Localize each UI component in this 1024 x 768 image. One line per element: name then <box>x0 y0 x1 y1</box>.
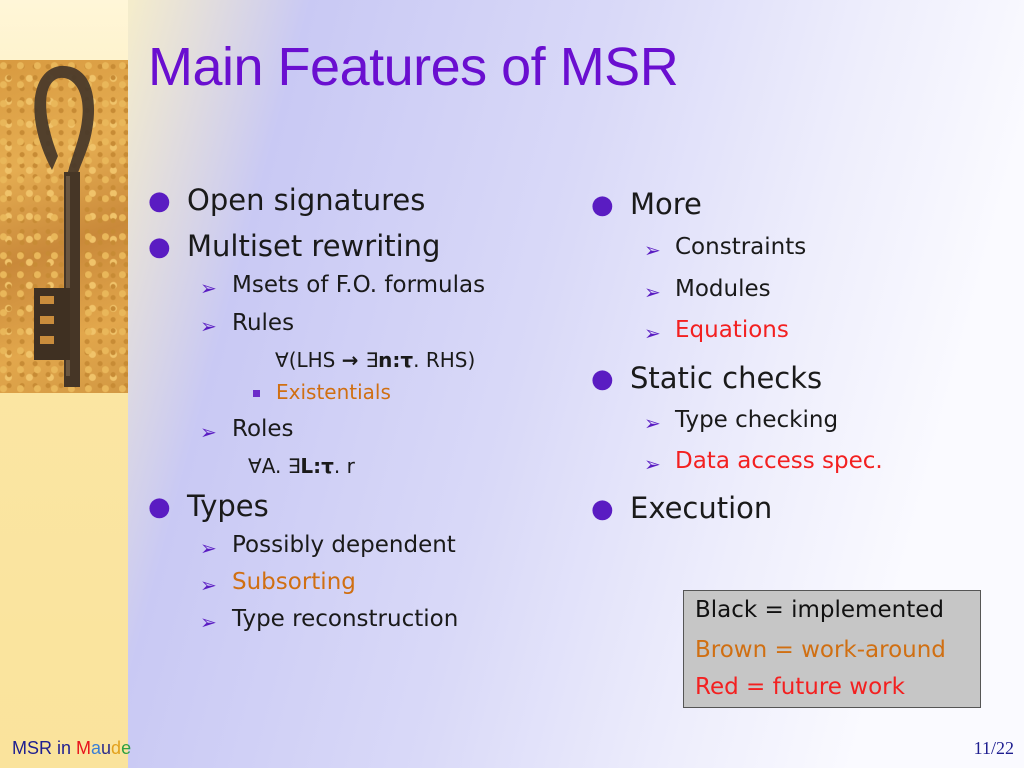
roles-formula: ∀A. ∃L:τ. r <box>248 454 355 478</box>
legend-brown: Brown = work-around <box>695 637 946 663</box>
arrow-bullet-icon: ➢ <box>200 573 217 597</box>
item-rules: Rules <box>232 310 295 336</box>
arrow-bullet-icon: ➢ <box>200 276 217 300</box>
arrow-bullet-icon: ➢ <box>644 321 661 345</box>
bullet-dot-icon: ● <box>591 364 614 394</box>
item-modules: Modules <box>675 276 771 302</box>
arrow-bullet-icon: ➢ <box>644 238 661 262</box>
item-open-signatures: Open signatures <box>187 183 426 217</box>
item-roles: Roles <box>232 416 294 442</box>
item-constraints: Constraints <box>675 234 807 260</box>
color-legend: Black = implemented Brown = work-around … <box>683 590 981 708</box>
item-msets: Msets of F.O. formulas <box>232 272 486 298</box>
key-photo <box>0 60 128 393</box>
bullet-dot-icon: ● <box>591 494 614 524</box>
item-data-access: Data access spec. <box>675 448 883 474</box>
bullet-dot-icon: ● <box>148 232 171 262</box>
item-static-checks: Static checks <box>630 361 823 395</box>
bullet-dot-icon: ● <box>148 492 171 522</box>
page-number: 11/22 <box>973 738 1014 758</box>
item-multiset-rewriting: Multiset rewriting <box>187 229 441 263</box>
rules-formula: ∀(LHS → ∃n:τ. RHS) <box>275 348 476 372</box>
arrow-bullet-icon: ➢ <box>644 411 661 435</box>
bullet-dot-icon: ● <box>148 186 171 216</box>
item-execution: Execution <box>630 491 773 525</box>
page-title: Main Features of MSR <box>148 37 679 97</box>
item-more: More <box>630 187 702 221</box>
arrow-bullet-icon: ➢ <box>200 314 217 338</box>
arrow-bullet-icon: ➢ <box>200 610 217 634</box>
legend-red: Red = future work <box>695 674 905 700</box>
item-type-checking: Type checking <box>675 407 839 433</box>
square-bullet-icon <box>253 390 260 397</box>
item-type-reconstruction: Type reconstruction <box>232 606 459 632</box>
arrow-bullet-icon: ➢ <box>200 536 217 560</box>
arrow-bullet-icon: ➢ <box>200 420 217 444</box>
bullet-dot-icon: ● <box>591 190 614 220</box>
footer-title: MSR in Maude <box>12 738 132 758</box>
key-icon <box>34 65 95 387</box>
arrow-bullet-icon: ➢ <box>644 280 661 304</box>
legend-black: Black = implemented <box>695 597 944 623</box>
item-possibly-dependent: Possibly dependent <box>232 532 456 558</box>
arrow-bullet-icon: ➢ <box>644 452 661 476</box>
item-subsorting: Subsorting <box>232 569 356 595</box>
item-types: Types <box>187 489 269 523</box>
item-existentials: Existentials <box>276 380 391 404</box>
item-equations: Equations <box>675 317 789 343</box>
